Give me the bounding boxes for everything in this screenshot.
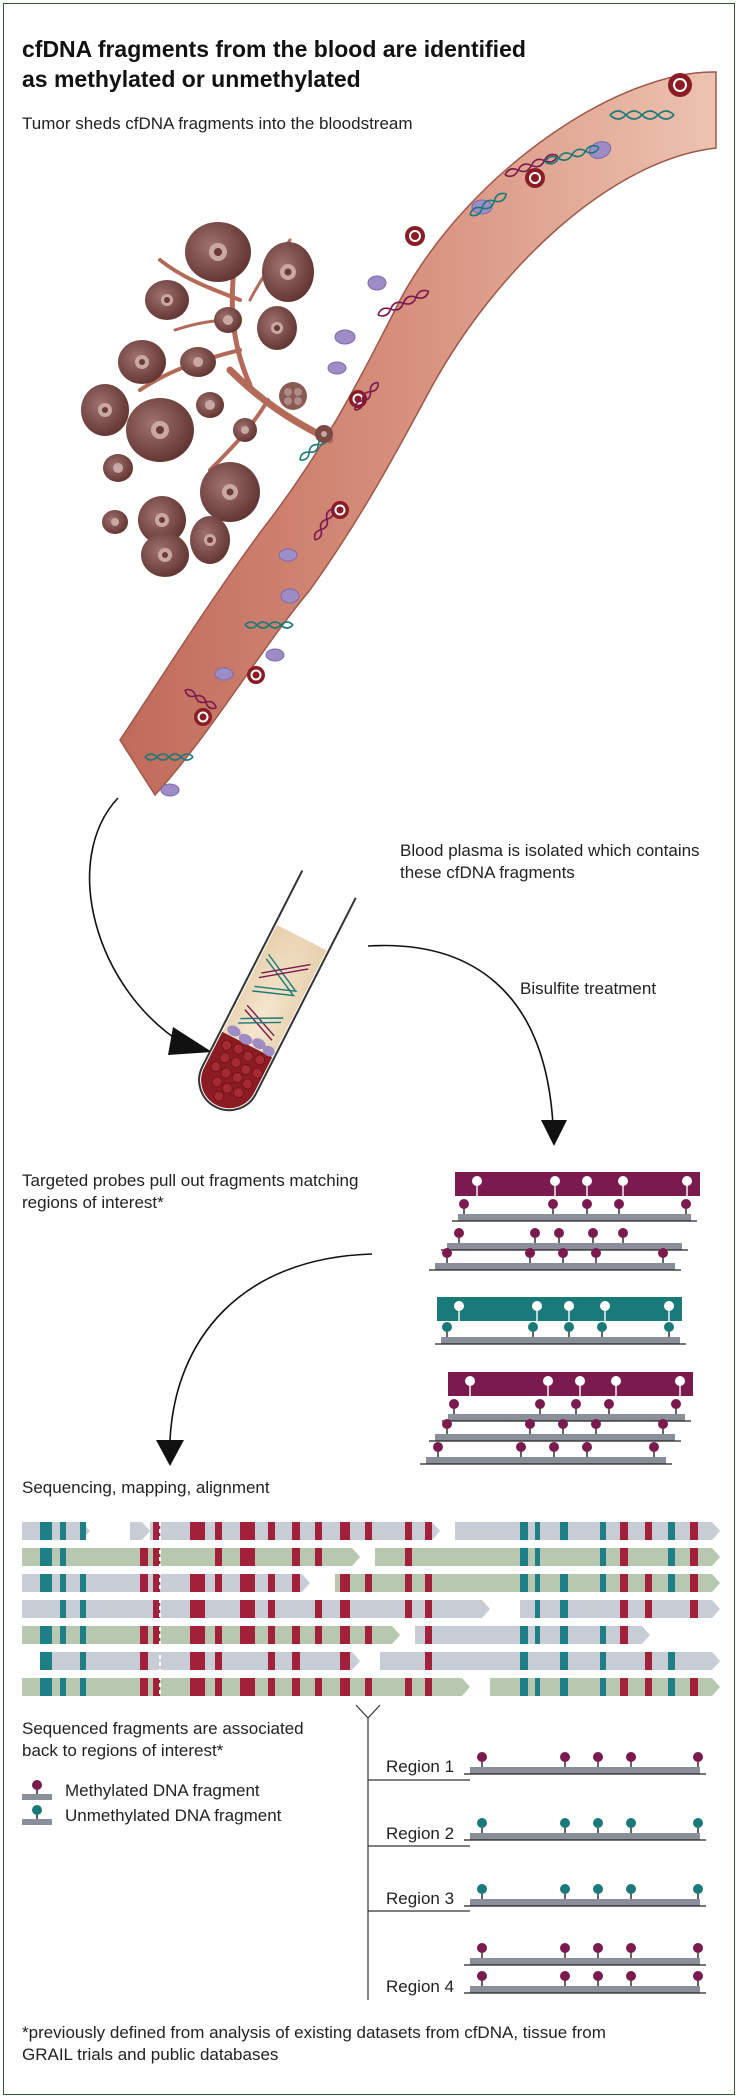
legend-unmethylated-label: Unmethylated DNA fragment: [65, 1806, 282, 1825]
figure-title: cfDNA fragments from the blood are ident…: [22, 36, 526, 92]
probe-methylated-2: [448, 1372, 693, 1396]
region-fragments: [464, 1752, 706, 1994]
aligned-read-row: [22, 1548, 720, 1566]
probe-methylated-1: [455, 1172, 700, 1196]
fragment-methylated-3: [429, 1248, 681, 1271]
fragment-methylated-2: [441, 1228, 688, 1251]
region-3-fragment: [464, 1884, 706, 1907]
legend-methylated-glyph: [22, 1780, 52, 1800]
blood-vessel: [119, 71, 717, 797]
region-bracket: [355, 1704, 470, 2000]
aligned-read-row: [22, 1522, 720, 1540]
aligned-read-row: [40, 1652, 720, 1670]
region-4-fragment-1: [464, 1943, 706, 1966]
caption-bisulfite: Bisulfite treatment: [520, 979, 657, 998]
cfdna-fragments-vessel: [144, 110, 675, 761]
region-2-fragment: [464, 1818, 706, 1841]
fragment-unmethylated-1: [435, 1322, 686, 1345]
region-4-label: Region 4: [386, 1977, 455, 1996]
caption-targeted-probes: Targeted probes pull out fragments match…: [22, 1171, 359, 1212]
probe-unmethylated: [437, 1297, 682, 1321]
region-1-fragment: [464, 1752, 706, 1775]
probe-fragments: [420, 1172, 700, 1465]
alignment-panel: [22, 1522, 720, 1696]
figure-frame: [3, 3, 735, 2095]
legend-glyphs: [22, 1780, 52, 1825]
fragment-methylated-4: [442, 1399, 691, 1422]
footnote: *previously defined from analysis of exi…: [22, 2023, 606, 2064]
aligned-read-row: [22, 1626, 650, 1644]
red-blood-cells: [194, 73, 692, 726]
legend-unmethylated-glyph: [22, 1805, 52, 1825]
region-4-fragment-2: [464, 1971, 706, 1994]
tumor-cells: [81, 222, 333, 577]
flow-arrows: [88, 797, 554, 1441]
region-3-label: Region 3: [386, 1889, 455, 1908]
arrowheads: [156, 1027, 567, 1466]
aligned-read-row: [22, 1678, 720, 1696]
caption-sequencing: Sequencing, mapping, alignment: [22, 1478, 270, 1497]
region-2-label: Region 2: [386, 1824, 455, 1843]
fragment-methylated-5: [429, 1419, 681, 1442]
fragment-methylated-1: [452, 1199, 697, 1222]
caption-tumor-sheds: Tumor sheds cfDNA fragments into the blo…: [22, 114, 413, 133]
fragment-methylated-6: [420, 1442, 672, 1465]
test-tube: [198, 870, 357, 1112]
legend-methylated-label: Methylated DNA fragment: [65, 1781, 260, 1800]
aligned-read-row: [22, 1600, 720, 1618]
aligned-read-row: [22, 1574, 720, 1592]
region-1-label: Region 1: [386, 1757, 455, 1776]
